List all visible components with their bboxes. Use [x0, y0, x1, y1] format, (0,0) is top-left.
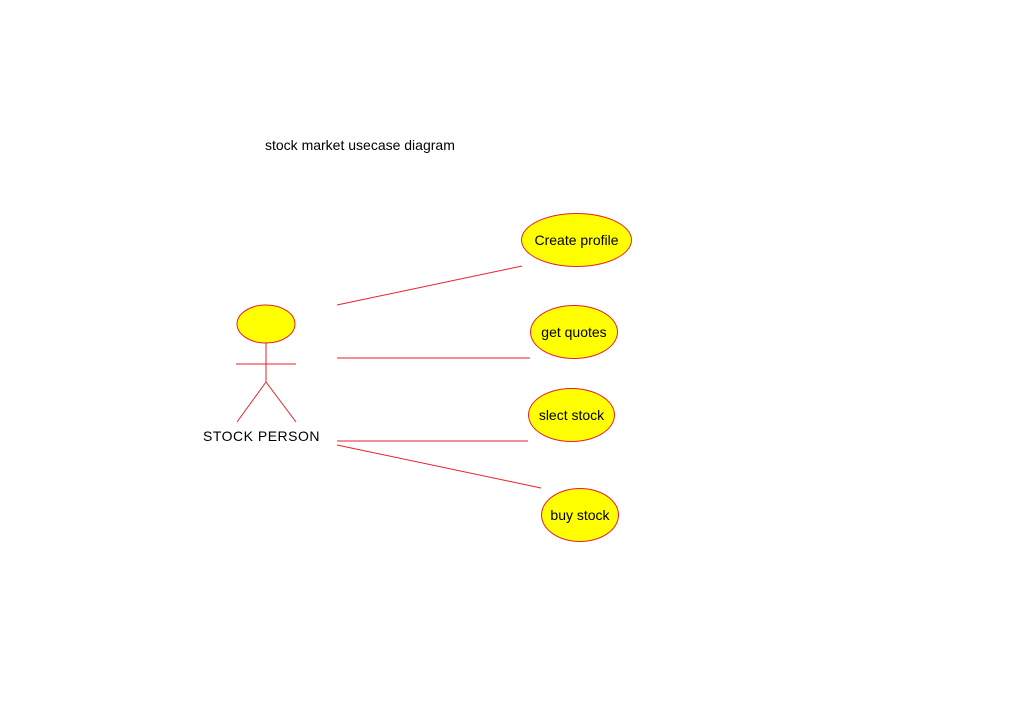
usecase-get-quotes[interactable]: get quotes	[530, 305, 618, 359]
associations	[336, 265, 542, 489]
association-create-profile	[336, 265, 523, 306]
actor-left-leg	[236, 381, 267, 423]
actor-head	[236, 304, 296, 344]
diagram-title: stock market usecase diagram	[265, 137, 455, 153]
usecase-create-profile[interactable]: Create profile	[521, 213, 632, 267]
actor-right-leg	[265, 381, 297, 423]
usecase-buy-stock[interactable]: buy stock	[541, 488, 619, 542]
usecase-label: slect stock	[538, 407, 605, 423]
usecase-label: Create profile	[534, 232, 619, 248]
usecase-slect-stock[interactable]: slect stock	[528, 388, 615, 442]
actor-label: STOCK PERSON	[203, 428, 320, 444]
usecase-label: get quotes	[541, 324, 607, 340]
usecase-label: buy stock	[550, 507, 610, 523]
actor-figure	[236, 304, 297, 423]
association-buy-stock	[336, 444, 542, 489]
